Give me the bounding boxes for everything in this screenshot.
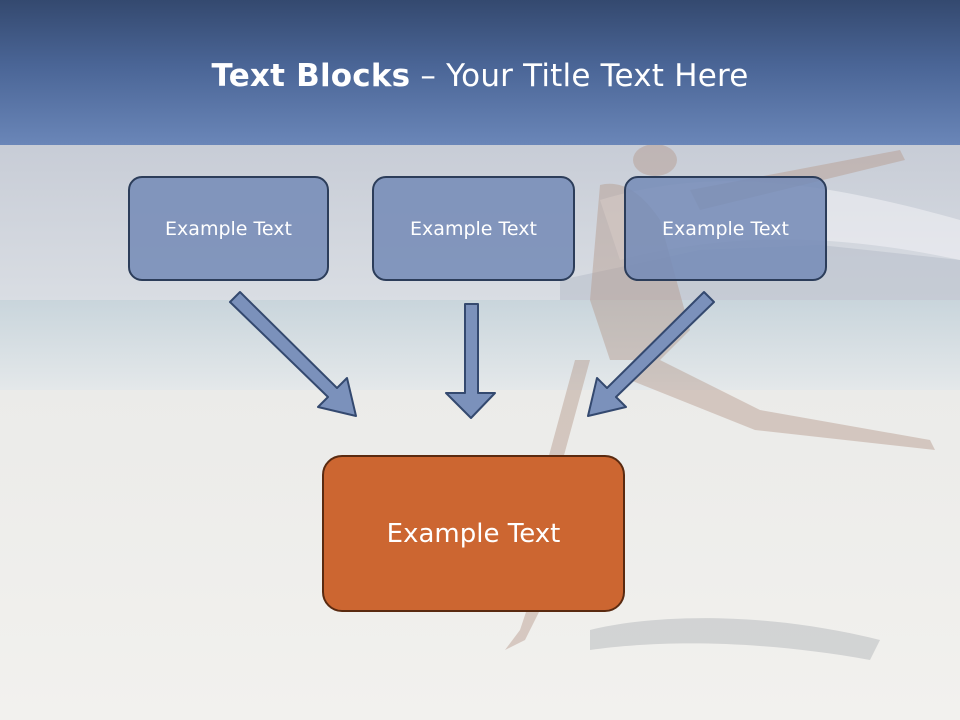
text-block-label: Example Text (165, 217, 292, 240)
text-block-label: Example Text (662, 217, 789, 240)
header-band (0, 0, 960, 145)
main-text-block-label: Example Text (386, 518, 561, 549)
arrow-down-icon (445, 303, 496, 419)
title-bold-text: Text Blocks (211, 58, 411, 94)
title-rest-text: – Your Title Text Here (410, 58, 749, 94)
text-block-left[interactable]: Example Text (128, 176, 329, 281)
arrow-down-right-icon (229, 291, 357, 417)
arrow-down-left-icon (587, 291, 715, 417)
main-text-block[interactable]: Example Text (322, 455, 625, 612)
text-block-label: Example Text (410, 217, 537, 240)
slide-title: Text Blocks – Your Title Text Here (0, 54, 960, 98)
text-block-right[interactable]: Example Text (624, 176, 827, 281)
text-block-center[interactable]: Example Text (372, 176, 575, 281)
